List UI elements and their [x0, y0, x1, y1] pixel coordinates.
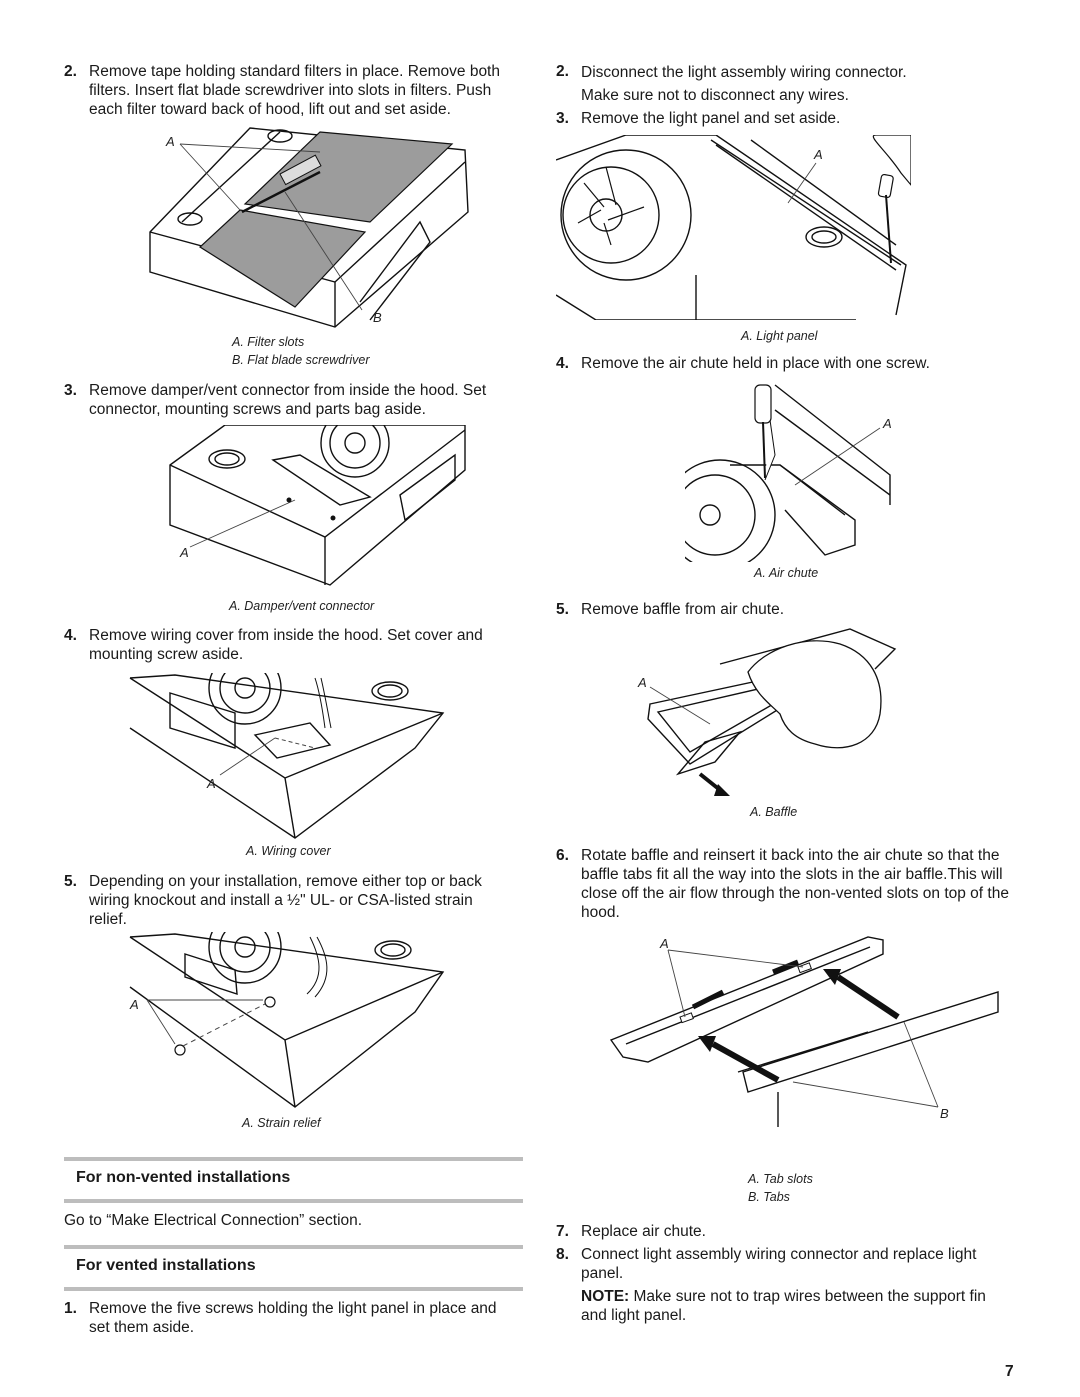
step-number: 5.	[64, 873, 77, 890]
step-text: Depending on your installation, remove e…	[89, 873, 482, 928]
step-text: Disconnect the light assembly wiring con…	[581, 64, 907, 104]
caption-baffle: A. Baffle	[750, 805, 798, 819]
figure-label-a: A	[165, 134, 175, 149]
step-text: Replace air chute.	[581, 1223, 706, 1240]
step-number: 1.	[64, 1300, 77, 1317]
step-text: Connect light assembly wiring connector …	[581, 1246, 977, 1282]
step-number: 7.	[556, 1223, 569, 1240]
caption-tabs: B. Tabs	[748, 1190, 790, 1204]
step-number: 2.	[64, 63, 77, 80]
step-disconnect-connector: 2. Disconnect the light assembly wiring …	[556, 62, 1026, 104]
step-text: Remove damper/vent connector from inside…	[89, 382, 487, 418]
figure-baffle: A	[630, 624, 900, 796]
heading-vented: For vented installations	[76, 1257, 256, 1274]
section-rule	[64, 1199, 523, 1203]
step-text: Remove the light panel and set aside.	[581, 110, 841, 127]
figure-tab-slots: A B	[608, 932, 1008, 1127]
step-replace-air-chute: 7. Replace air chute.	[556, 1222, 1026, 1242]
step-text: Remove tape holding standard filters in …	[89, 63, 500, 118]
step-number: 4.	[64, 627, 77, 644]
figure-light-panel: A	[556, 135, 911, 320]
step-text: Rotate baffle and reinsert it back into …	[581, 847, 1009, 921]
figure-label-a: A	[179, 545, 189, 560]
figure-caption: A. Filter slots B. Flat blade screwdrive…	[232, 333, 432, 369]
step-number: 8.	[556, 1246, 569, 1263]
figure-label-a: A	[129, 997, 139, 1012]
step-number: 2.	[556, 63, 569, 80]
figure-caption: A. Tab slots B. Tabs	[748, 1170, 868, 1206]
heading-non-vented: For non-vented installations	[76, 1169, 291, 1186]
non-vented-instruction: Go to “Make Electrical Connection” secti…	[64, 1212, 363, 1229]
page-number: 7	[1005, 1363, 1014, 1380]
step-number: 4.	[556, 355, 569, 372]
figure-air-chute: A	[685, 380, 895, 562]
note-support-fin: NOTE: Make sure not to trap wires betwee…	[581, 1287, 1011, 1325]
step-remove-air-chute: 4. Remove the air chute held in place wi…	[556, 354, 1026, 374]
step-replace-light-panel: 8. Connect light assembly wiring connect…	[556, 1245, 1026, 1285]
figure-label-b: B	[373, 310, 382, 325]
section-rule	[64, 1287, 523, 1291]
step-remove-damper: 3. Remove damper/vent connector from ins…	[64, 381, 514, 421]
step-remove-wiring-cover: 4. Remove wiring cover from inside the h…	[64, 626, 514, 666]
figure-label-a: A	[659, 936, 669, 951]
step-number: 6.	[556, 847, 569, 864]
figure-label-a: A	[637, 675, 647, 690]
figure-damper-connector: A	[165, 425, 470, 593]
caption-light-panel: A. Light panel	[741, 329, 818, 343]
step-remove-screws: 1. Remove the five screws holding the li…	[64, 1299, 514, 1339]
figure-wiring-cover: A	[125, 673, 450, 841]
step-remove-baffle: 5. Remove baffle from air chute.	[556, 600, 1026, 620]
note-label: NOTE:	[581, 1288, 630, 1305]
step-number: 5.	[556, 601, 569, 618]
figure-filter-removal: A B	[130, 122, 475, 330]
caption-strain-relief: A. Strain relief	[242, 1116, 321, 1130]
step-text: Remove wiring cover from inside the hood…	[89, 627, 483, 663]
step-number: 3.	[64, 382, 77, 399]
figure-label-a: A	[206, 776, 216, 791]
figure-label-b: B	[940, 1106, 949, 1121]
step-text: Remove the five screws holding the light…	[89, 1300, 497, 1336]
caption-air-chute: A. Air chute	[754, 566, 819, 580]
section-rule	[64, 1157, 523, 1161]
step-remove-filters: 2. Remove tape holding standard filters …	[64, 62, 514, 122]
note-text: Make sure not to trap wires between the …	[581, 1288, 986, 1324]
step-rotate-baffle: 6. Rotate baffle and reinsert it back in…	[556, 846, 1026, 926]
step-text: Remove baffle from air chute.	[581, 601, 785, 618]
figure-label-a: A	[813, 147, 823, 162]
step-number: 3.	[556, 110, 569, 127]
caption-damper-vent-connector: A. Damper/vent connector	[229, 599, 375, 613]
caption-filter-slots: A. Filter slots	[232, 335, 305, 349]
caption-wiring-cover: A. Wiring cover	[246, 844, 331, 858]
figure-strain-relief: A	[125, 932, 450, 1112]
step-remove-light-panel: 3. Remove the light panel and set aside.	[556, 109, 1026, 129]
caption-flat-blade-screwdriver: B. Flat blade screwdriver	[232, 353, 370, 367]
caption-tab-slots: A. Tab slots	[748, 1172, 813, 1186]
step-install-strain-relief: 5. Depending on your installation, remov…	[64, 872, 514, 932]
step-text: Remove the air chute held in place with …	[581, 355, 930, 372]
section-rule	[64, 1245, 523, 1249]
figure-label-a: A	[882, 416, 892, 431]
